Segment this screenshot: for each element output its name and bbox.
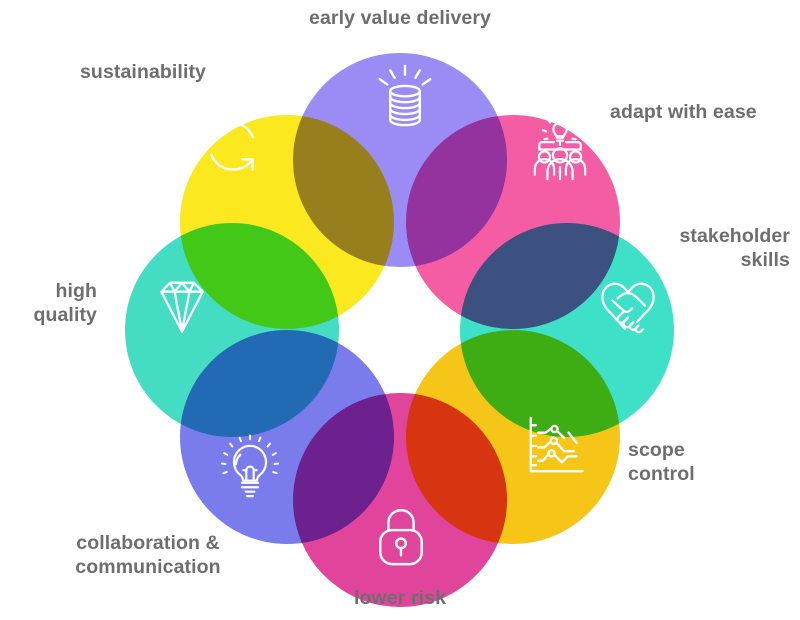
label-early-value-delivery: early value delivery (309, 7, 491, 29)
label-scope-control: scope control (628, 439, 695, 486)
label-high-quality: high quality (33, 280, 97, 327)
label-sustainability: sustainability (79, 61, 207, 83)
label-collaboration-communication: collaboration & communication (75, 532, 221, 579)
label-stakeholder-skills: stakeholder skills (679, 225, 790, 272)
label-adapt-with-ease: adapt with ease (610, 101, 757, 123)
label-lower-risk: lower risk (353, 587, 447, 609)
circle-early-value-delivery[interactable] (293, 53, 507, 267)
